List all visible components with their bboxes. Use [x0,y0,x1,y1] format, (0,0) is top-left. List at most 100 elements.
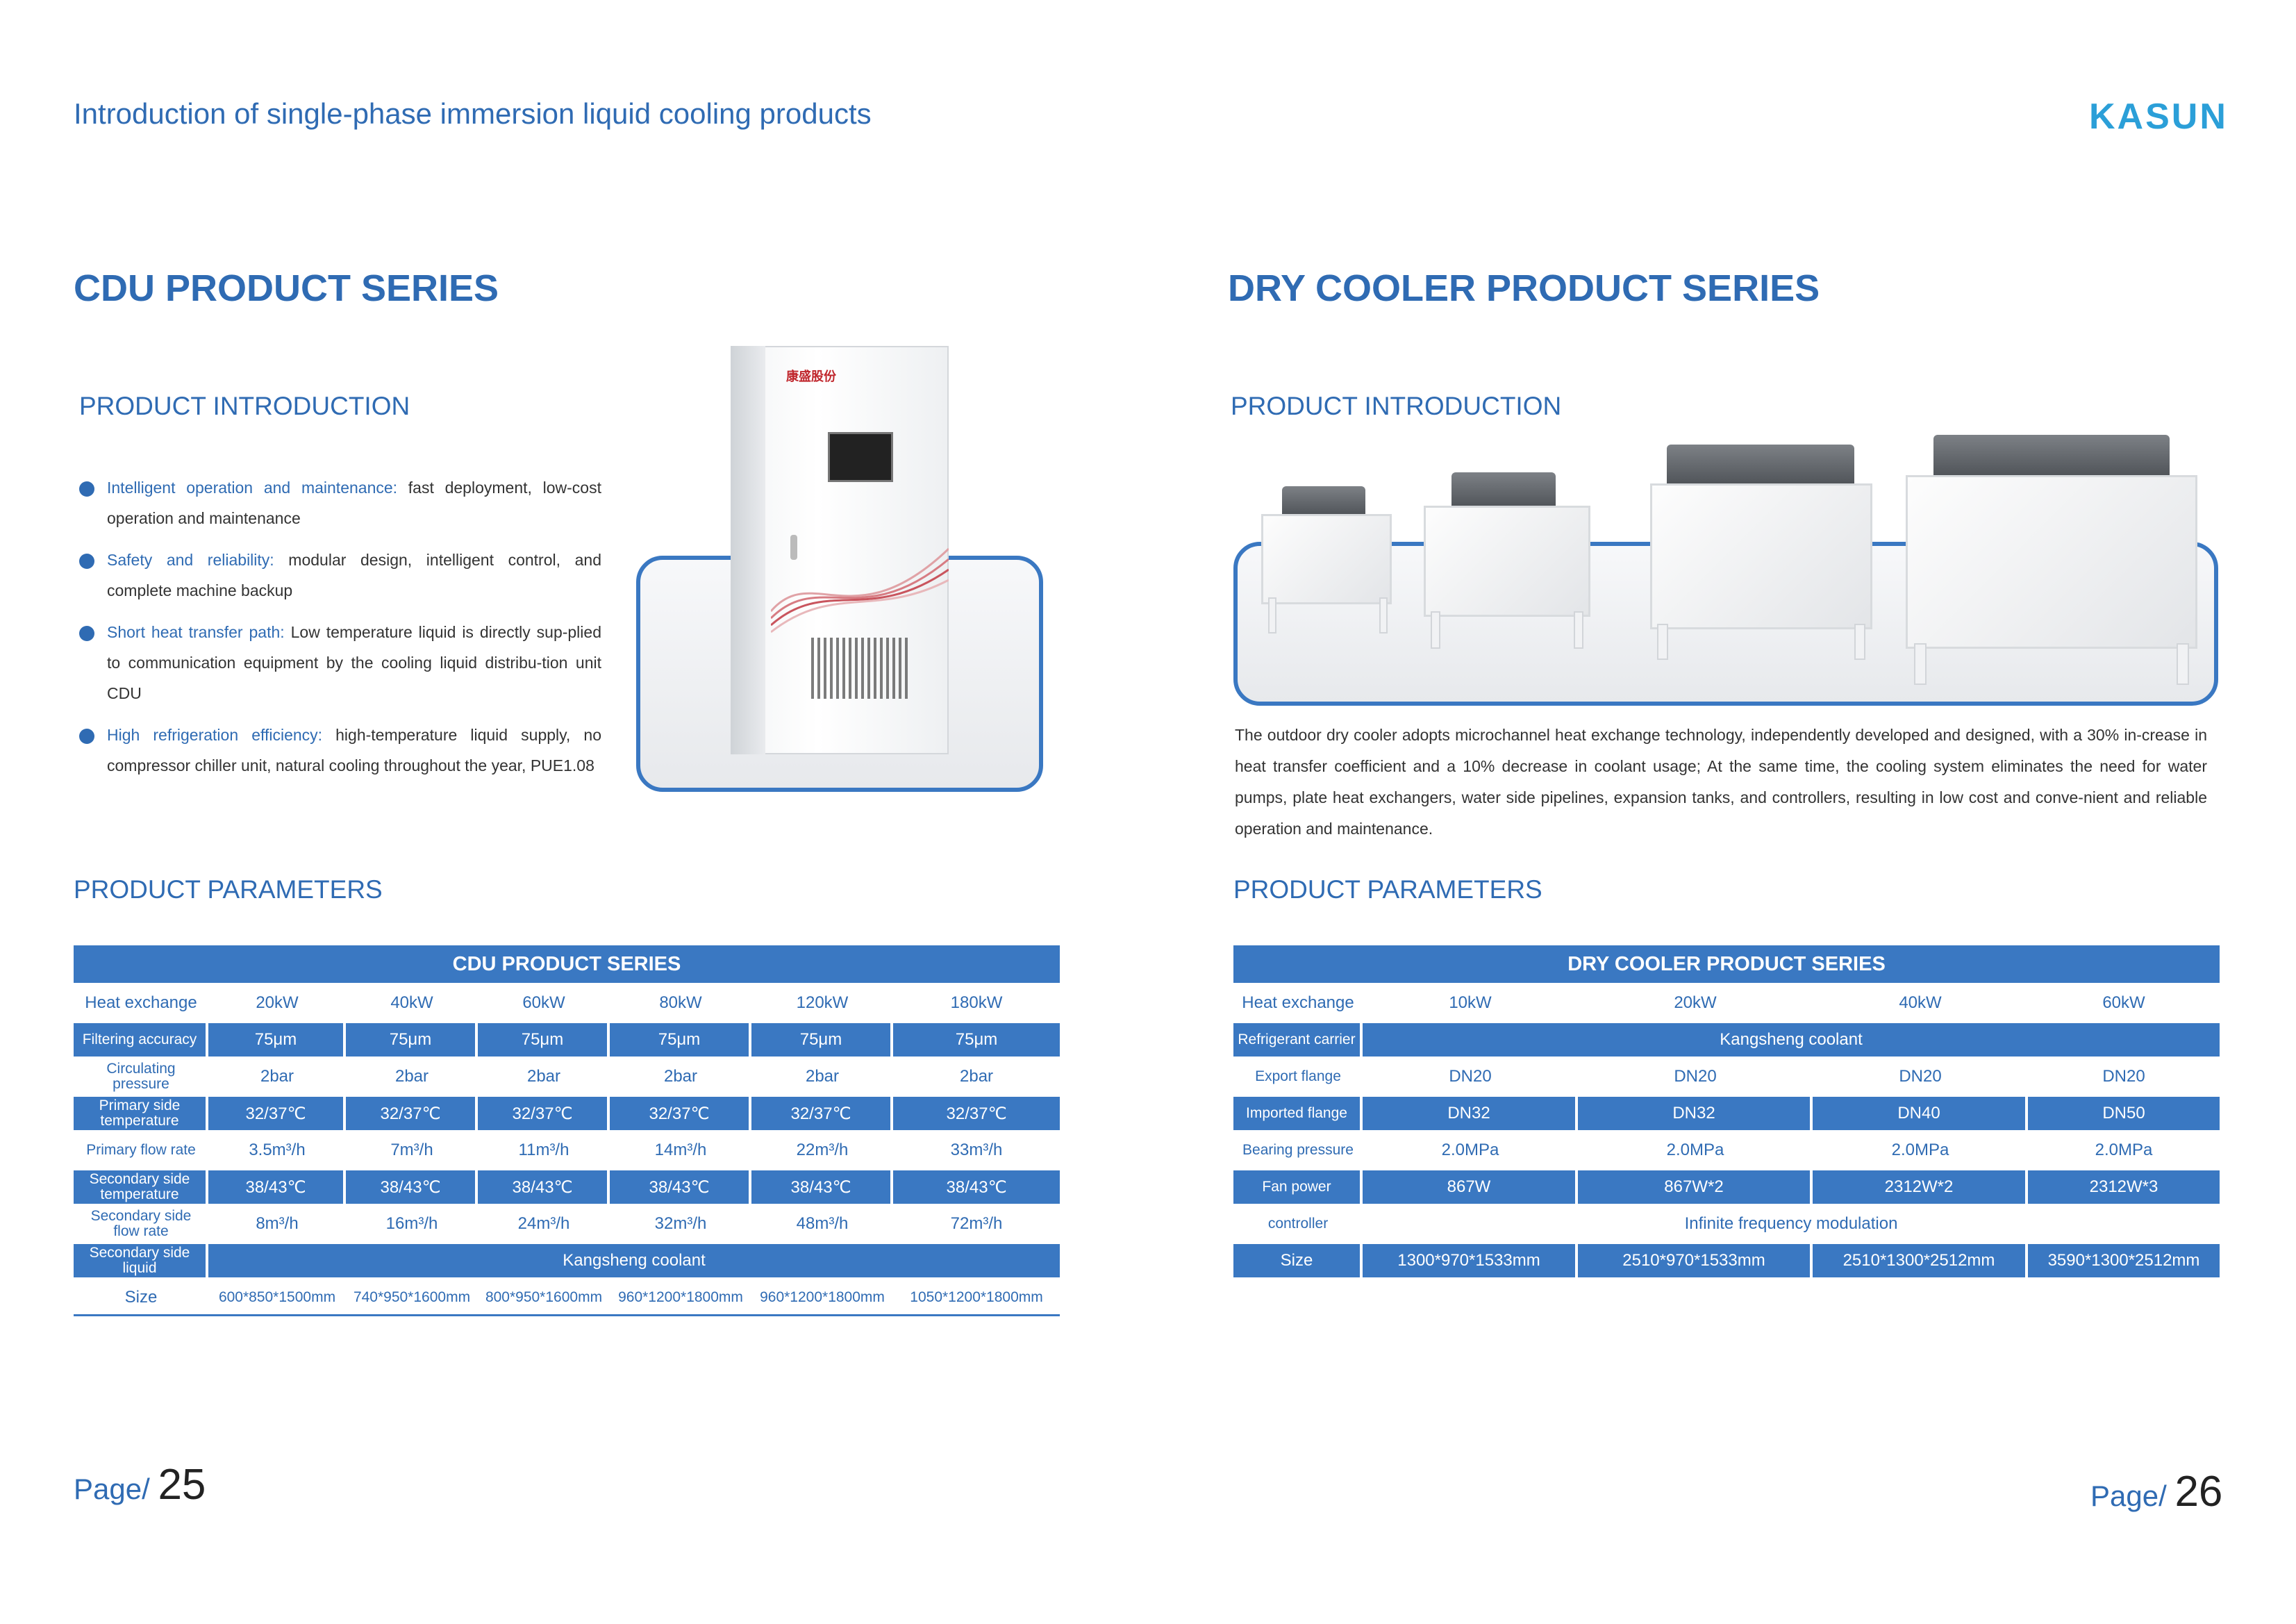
feature-label: Intelligent operation and maintenance: [107,479,398,497]
table-cell: 38/43℃ [478,1170,610,1204]
table-cell: DN32 [1578,1097,1813,1130]
table-cell: 180kW [893,986,1060,1020]
table-cell: 960*1200*1800mm [610,1281,751,1316]
dry-cooler-image-medium [1424,472,1590,649]
table-cell: Kangsheng coolant [1363,1023,2220,1057]
row-label: Imported flange [1233,1097,1363,1130]
cdu-table-caption: CDU PRODUCT SERIES [74,945,1060,983]
table-row: Refrigerant carrier Kangsheng coolant [1233,1023,2220,1057]
table-cell: 2bar [893,1060,1060,1093]
row-label: Size [74,1281,208,1316]
cdu-feature-item: Intelligent operation and maintenance: f… [74,472,601,533]
table-cell: 2.0MPa [1363,1134,1578,1167]
row-label: Secondary side temperature [74,1170,208,1204]
row-label: Circulating pressure [74,1060,208,1093]
table-cell: 32/37℃ [751,1097,893,1130]
table-cell: 38/43℃ [893,1170,1060,1204]
table-cell: 80kW [610,986,751,1020]
table-cell: 60kW [478,986,610,1020]
row-label: Export flange [1233,1060,1363,1093]
table-cell: 11m³/h [478,1134,610,1167]
table-cell: 20kW [1578,986,1813,1020]
table-cell: 72m³/h [893,1207,1060,1241]
cdu-wave-decoration [771,547,949,633]
table-cell: 33m³/h [893,1134,1060,1167]
dry-cooler-params-heading: PRODUCT PARAMETERS [1233,875,1542,904]
table-cell: 960*1200*1800mm [751,1281,893,1316]
dry-cooler-parameters-table: DRY COOLER PRODUCT SERIES Heat exchange … [1233,942,2220,1281]
table-cell: 2bar [610,1060,751,1093]
dry-cooler-intro-heading: PRODUCT INTRODUCTION [1231,392,1562,420]
document-header-title: Introduction of single-phase immersion l… [74,97,872,130]
table-cell: DN20 [1363,1060,1578,1093]
table-cell: 32m³/h [610,1207,751,1241]
table-row: Secondary side liquid Kangsheng coolant [74,1244,1060,1277]
cdu-door-handle [790,535,797,560]
table-cell: 48m³/h [751,1207,893,1241]
table-cell: 40kW [346,986,478,1020]
table-cell: 2312W*3 [2028,1170,2220,1204]
table-cell: 867W [1363,1170,1578,1204]
table-cell: 1050*1200*1800mm [893,1281,1060,1316]
table-cell: 2.0MPa [1578,1134,1813,1167]
table-cell: Infinite frequency modulation [1363,1207,2220,1241]
cdu-feature-list: Intelligent operation and maintenance: f… [74,472,601,792]
row-label: Fan power [1233,1170,1363,1204]
table-cell: Kangsheng coolant [208,1244,1060,1277]
dry-cooler-image-small [1261,486,1392,633]
table-cell: 7m³/h [346,1134,478,1167]
row-label: Primary side temperature [74,1097,208,1130]
table-cell: DN40 [1813,1097,2028,1130]
table-cell: 2312W*2 [1813,1170,2028,1204]
table-cell: 32/37℃ [208,1097,346,1130]
feature-text: fast deployment, low-cost operation and … [107,479,601,527]
table-cell: 120kW [751,986,893,1020]
table-cell: 10kW [1363,986,1578,1020]
table-cell: 2bar [208,1060,346,1093]
table-cell: DN20 [1813,1060,2028,1093]
table-cell: 800*950*1600mm [478,1281,610,1316]
table-cell: 2.0MPa [2028,1134,2220,1167]
table-cell: 8m³/h [208,1207,346,1241]
table-cell: 14m³/h [610,1134,751,1167]
table-cell: 867W*2 [1578,1170,1813,1204]
table-cell: 32/37℃ [478,1097,610,1130]
page-prefix: Page/ [74,1473,150,1505]
cdu-vent-grille [811,638,908,699]
table-row: controller Infinite frequency modulation [1233,1207,2220,1241]
table-cell: 2bar [346,1060,478,1093]
cdu-feature-item: Short heat transfer path: Low temperatur… [74,617,601,709]
row-label: Secondary side flow rate [74,1207,208,1241]
page-prefix: Page/ [2090,1480,2167,1512]
page-number: 25 [158,1461,206,1509]
kasun-logo: KASUN [2089,97,2228,137]
dry-cooler-image-xlarge [1906,435,2197,685]
feature-text: modular design, intelligent control, and… [107,551,602,599]
dry-cooler-table-caption: DRY COOLER PRODUCT SERIES [1233,945,2220,983]
table-cell: 600*850*1500mm [208,1281,346,1316]
dry-cooler-image-large [1650,445,1872,660]
dry-cooler-description: The outdoor dry cooler adopts microchann… [1235,726,2207,838]
row-label: Bearing pressure [1233,1134,1363,1167]
feature-text: Low temperature liquid is directly sup-p… [107,623,601,702]
table-cell: 38/43℃ [610,1170,751,1204]
table-cell: 38/43℃ [346,1170,478,1204]
table-cell: 22m³/h [751,1134,893,1167]
table-cell: 2510*1300*2512mm [1813,1244,2028,1277]
dry-cooler-series-title: DRY COOLER PRODUCT SERIES [1228,267,1820,309]
row-label: Secondary side liquid [74,1244,208,1277]
cdu-feature-item: High refrigeration efficiency: high-temp… [74,720,601,781]
row-label: Heat exchange [1233,986,1363,1020]
cdu-cabinet-logo: 康盛股份 [786,370,836,383]
table-cell: 3590*1300*2512mm [2028,1244,2220,1277]
